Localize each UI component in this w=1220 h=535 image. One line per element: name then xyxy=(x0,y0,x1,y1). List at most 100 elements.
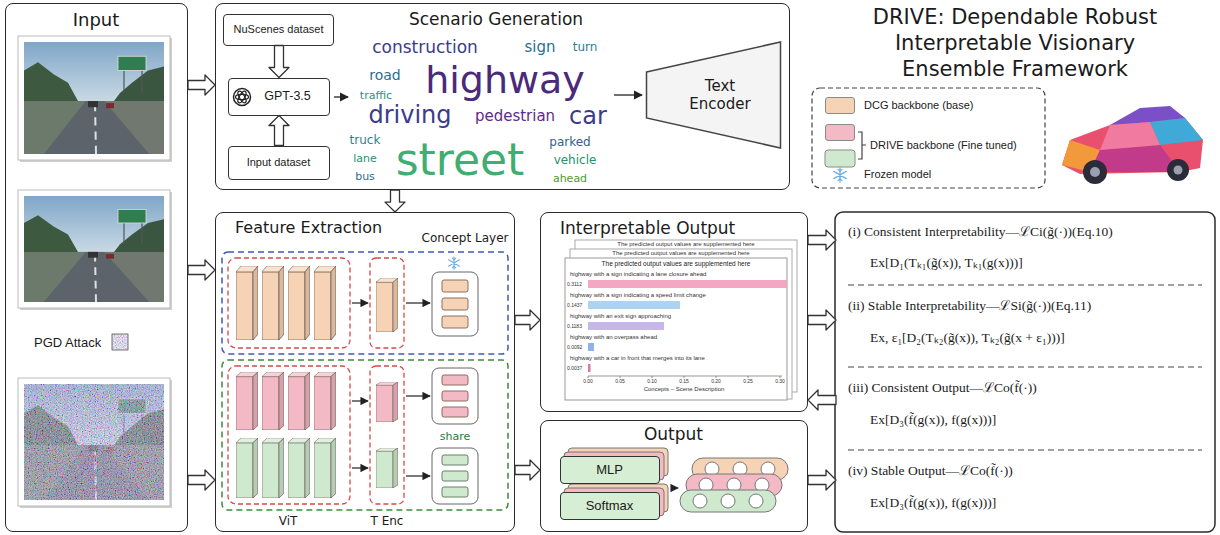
llm-icon xyxy=(234,89,251,106)
block-arrow xyxy=(188,260,215,280)
chart-title: The predicted output values are suppleme… xyxy=(612,250,749,256)
input-photos xyxy=(24,384,164,500)
loss-term: (ii) Stable Interpretability—ℒSi(g̃(·))(… xyxy=(836,286,1214,367)
legend-frame xyxy=(812,88,1045,188)
flow-arrow xyxy=(352,303,430,476)
flow-arrow xyxy=(614,94,642,95)
cloud-word: street xyxy=(396,138,525,182)
panel-title: Scenario Generation xyxy=(376,9,616,29)
backbone-tuned xyxy=(376,448,398,488)
backbone-tuned xyxy=(442,471,468,481)
block-arrow xyxy=(385,190,405,212)
block-arrow xyxy=(188,470,215,490)
block-arrow xyxy=(269,116,289,146)
block-arrow xyxy=(515,310,540,330)
flow-arrow xyxy=(406,302,430,303)
loss-formula: Ex, ε₁[D₂(Tₖ₂(g̃(x)), Tₖ₂(g̃(x + ε₁)))] xyxy=(870,330,1065,346)
input-photos xyxy=(18,378,170,506)
loss-term: (i) Consistent Interpretability—ℒCi(g̃(·… xyxy=(836,213,1214,285)
backbone-tuned xyxy=(222,360,508,510)
backbone-frozen xyxy=(442,298,468,310)
llm-icon xyxy=(236,94,249,99)
bar-label: highway with an exit sign approaching xyxy=(570,313,671,319)
block-arrow xyxy=(808,310,836,330)
cloud-word: parked xyxy=(549,136,590,148)
backbone-frozen xyxy=(262,266,284,340)
backbone-frozen xyxy=(442,316,468,328)
bar-chart-pages xyxy=(588,343,594,351)
box-label: Input dataset xyxy=(247,156,311,169)
backbone-frozen xyxy=(370,258,404,348)
bar-value: 0.0092 xyxy=(567,345,582,350)
axis-tick: 0.00 xyxy=(583,379,593,384)
output-layers xyxy=(693,494,707,508)
car-illustration xyxy=(1100,122,1160,150)
loss-heading: (iii) Consistent Output—ℒCo(f̃(·)) xyxy=(848,380,1037,396)
panel-title: Feature Extraction xyxy=(235,218,382,237)
noise-icon xyxy=(112,334,128,350)
box-label: NuScenes dataset xyxy=(234,23,324,36)
block-caption: T Enc xyxy=(371,515,404,527)
axis-tick: 0.05 xyxy=(615,379,625,384)
input-photos xyxy=(24,42,164,154)
legend-frame xyxy=(858,132,866,159)
legend-swatch xyxy=(825,124,855,141)
backbone-frozen xyxy=(442,280,468,292)
scenario-panel: Scenario GenerationNuScenes datasetGPT-3… xyxy=(215,3,790,190)
bar-value: 0.0037 xyxy=(567,366,582,371)
input-panel: InputPGD Attack xyxy=(5,3,188,532)
input-photos xyxy=(20,192,172,310)
block-arrow xyxy=(269,46,289,78)
cloud-word: turn xyxy=(573,41,598,53)
backbone-tuned xyxy=(432,368,478,424)
backbone-tuned xyxy=(314,438,336,498)
input-photos xyxy=(20,380,172,508)
chart-title: The predicted output values are suppleme… xyxy=(617,241,754,247)
axis-title: Concepts – Scene Description xyxy=(644,386,725,392)
input-photos xyxy=(18,36,170,160)
backbone-tuned xyxy=(262,372,284,430)
cloud-word: pedestrian xyxy=(475,109,555,124)
bar-chart-pages xyxy=(588,301,680,309)
encoder-label: Text Encoder xyxy=(684,77,756,113)
diagram-title: DRIVE: Dependable Robust Interpretable V… xyxy=(855,4,1175,82)
axis-tick: 0.25 xyxy=(743,379,753,384)
legend-text: Frozen model xyxy=(864,166,931,183)
loss-formula: Ex[D₃(f̃(g(x)), f(g(x)))] xyxy=(870,495,996,511)
feature-panel: Feature Extraction xyxy=(215,212,515,532)
legend-frame xyxy=(812,88,1045,188)
backbone-tuned xyxy=(442,487,468,497)
bar-chart-pages xyxy=(565,258,787,400)
output-layers xyxy=(721,494,735,508)
bar-label: highway with an overpass ahead xyxy=(570,334,657,340)
backbone-frozen xyxy=(449,257,460,270)
trapezoid-outline xyxy=(645,40,782,150)
block-arrow xyxy=(808,390,836,410)
bar-label: highway with a sign indicating a lane cl… xyxy=(570,271,706,277)
backbone-tuned xyxy=(370,366,404,504)
backbone-tuned xyxy=(442,407,468,417)
loss-panel xyxy=(835,212,1215,532)
box-label: GPT-3.5 xyxy=(264,89,311,104)
llm-icon xyxy=(236,90,247,104)
loss-heading: (iv) Stable Output—ℒCo(f̃(·)) xyxy=(848,463,1013,479)
backbone-tuned xyxy=(222,360,508,510)
cloud-word: truck xyxy=(350,134,381,146)
bar-label: highway with a sign indicating a speed l… xyxy=(570,292,706,298)
backbone-frozen xyxy=(432,272,478,336)
flow-arrow xyxy=(352,400,368,401)
panel-title: Output xyxy=(541,424,806,444)
block-arrow xyxy=(188,75,215,95)
layer-caption: Concept Layer xyxy=(422,232,509,244)
loss-formula: Ex[D₃(f̃(g(x)), f(g(x)))] xyxy=(870,412,996,428)
car-illustration xyxy=(1090,167,1100,177)
backbone-tuned xyxy=(432,448,478,504)
block-arrow xyxy=(808,470,836,490)
axis-tick: 0.20 xyxy=(711,379,721,384)
cloud-word: driving xyxy=(368,103,451,127)
car-illustration xyxy=(1083,160,1107,184)
legend-frame xyxy=(825,150,855,167)
